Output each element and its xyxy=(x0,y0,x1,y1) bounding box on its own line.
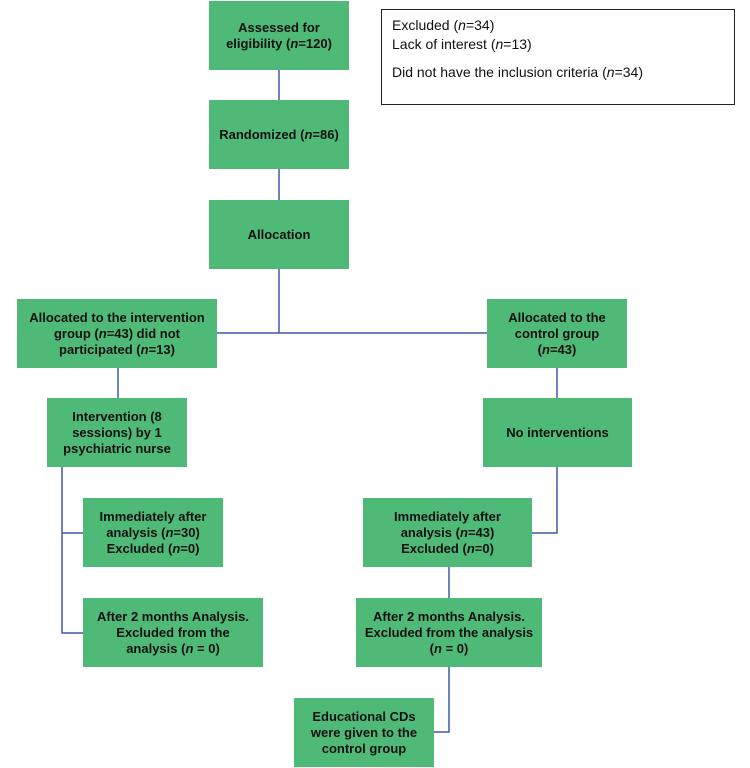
lack-of-interest-line: Lack of interest (n=13) xyxy=(392,36,532,52)
alloc-ctl-line3: (n=43) xyxy=(537,341,577,357)
immediate-intervention-box: Immediately after analysis (n=30) Exclud… xyxy=(83,498,223,567)
alloc-int-line1: Allocated to the intervention xyxy=(29,309,205,325)
assessed-line2: eligibility (n=120) xyxy=(226,35,332,51)
inclusion-criteria-line: Did not have the inclusion criteria (n=3… xyxy=(392,64,643,80)
intervention-line2: sessions) by 1 xyxy=(72,424,162,440)
imm-int-line1: Immediately after xyxy=(99,508,207,524)
educational-cds-box: Educational CDs were given to the contro… xyxy=(294,698,434,767)
immediate-control-box: Immediately after analysis (n=43) Exclud… xyxy=(363,498,532,567)
edu-line2: were given to the xyxy=(310,724,418,740)
imm-ctl-line3: Excluded (n=0) xyxy=(401,540,494,556)
intervention-line3: psychiatric nurse xyxy=(63,440,171,456)
edu-line3: control group xyxy=(321,740,407,756)
intervention-line1: Intervention (8 xyxy=(72,408,162,424)
randomized-box: Randomized (n=86) xyxy=(209,100,349,169)
no-interventions-label: No interventions xyxy=(506,424,609,440)
allocation-box: Allocation xyxy=(209,200,349,269)
connector-right-bracket xyxy=(532,467,558,534)
after2-int-line3: analysis (n = 0) xyxy=(126,640,220,656)
after-2-months-control-box: After 2 months Analysis. Excluded from t… xyxy=(356,598,542,667)
after-2-months-intervention-box: After 2 months Analysis. Excluded from t… xyxy=(83,598,263,667)
alloc-ctl-line2: control group xyxy=(514,325,600,341)
allocated-intervention-box: Allocated to the intervention group (n=4… xyxy=(17,299,217,368)
after2-ctl-line2: Excluded from the analysis xyxy=(364,624,534,640)
connector-left-bracket xyxy=(61,467,83,634)
connector-right-educational xyxy=(434,666,450,733)
imm-int-line2: analysis (n=30) xyxy=(106,524,200,540)
alloc-int-line3: participated (n=13) xyxy=(59,341,175,357)
allocated-control-box: Allocated to the control group (n=43) xyxy=(487,299,627,368)
assessed-box: Assessed for eligibility (n=120) xyxy=(209,1,349,70)
allocation-label: Allocation xyxy=(247,226,311,242)
after2-int-line1: After 2 months Analysis. xyxy=(97,608,249,624)
no-interventions-box: No interventions xyxy=(483,398,632,467)
alloc-ctl-line1: Allocated to the xyxy=(508,309,606,325)
imm-ctl-line2: analysis (n=43) xyxy=(400,524,495,540)
alloc-int-line2: group (n=43) did not xyxy=(53,325,180,341)
randomized-label: Randomized (n=86) xyxy=(219,126,339,142)
imm-int-line3: Excluded (n=0) xyxy=(106,540,200,556)
after2-int-line2: Excluded from the xyxy=(116,624,230,640)
exclusion-note: Excluded (n=34) Lack of interest (n=13) … xyxy=(381,9,735,105)
excluded-line: Excluded (n=34) xyxy=(392,17,495,33)
edu-line1: Educational CDs xyxy=(312,708,416,724)
after2-ctl-line1: After 2 months Analysis. xyxy=(373,608,525,624)
intervention-box: Intervention (8 sessions) by 1 psychiatr… xyxy=(47,398,187,467)
after2-ctl-line3: (n = 0) xyxy=(429,640,469,656)
assessed-line1: Assessed for xyxy=(238,19,320,35)
imm-ctl-line1: Immediately after xyxy=(394,508,501,524)
